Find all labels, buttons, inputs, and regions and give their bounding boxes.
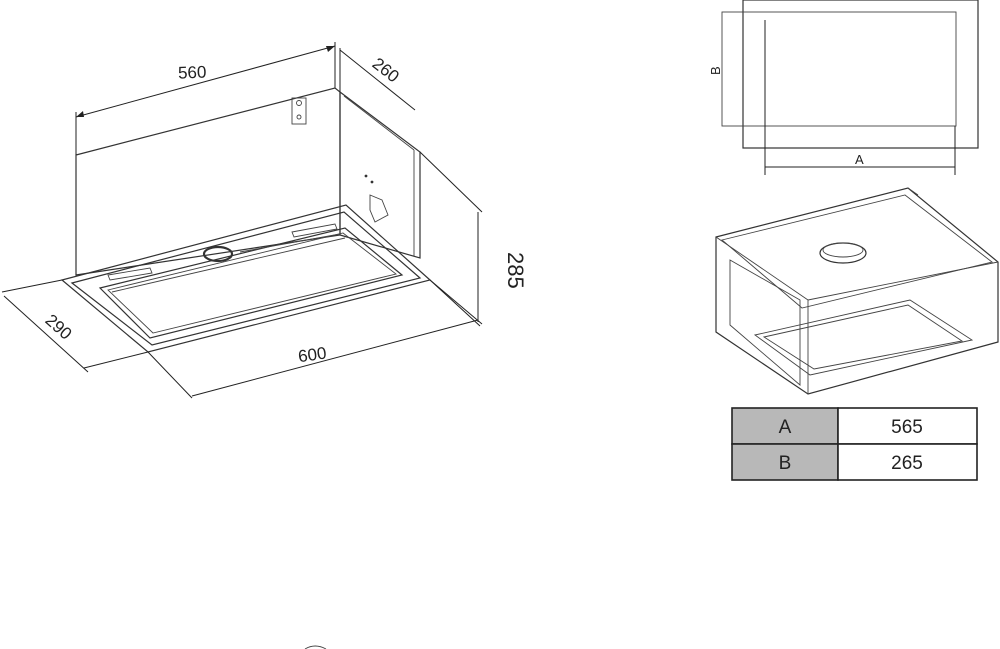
- cutout-label-b: B: [708, 66, 723, 75]
- table-row-a-value-cell: [837, 407, 978, 445]
- table-row-b-label-cell: [731, 443, 839, 481]
- dim-depth-top: 260: [369, 54, 403, 86]
- cutout-top-view: [721, 0, 979, 175]
- dimension-lines: [1, 42, 483, 399]
- table-row-a-value: 565: [891, 417, 923, 438]
- table-row-b-value-cell: [837, 443, 978, 481]
- dim-width-bottom: 600: [297, 344, 328, 367]
- cutout-dimension-table: A 565 B 265: [731, 407, 978, 481]
- table-row-b-label: B: [779, 453, 792, 474]
- table-row-b-value: 265: [891, 453, 923, 474]
- dim-height: 285: [503, 252, 528, 289]
- cutout-label-a: A: [855, 152, 864, 167]
- table-row-a-label: A: [779, 417, 792, 438]
- dim-width-top: 560: [178, 63, 207, 83]
- hood-isometric-view: [60, 87, 432, 353]
- hood-underside-view: [715, 187, 999, 395]
- dim-depth-bottom: 290: [42, 311, 76, 344]
- edge-fragment-arc: [304, 645, 327, 649]
